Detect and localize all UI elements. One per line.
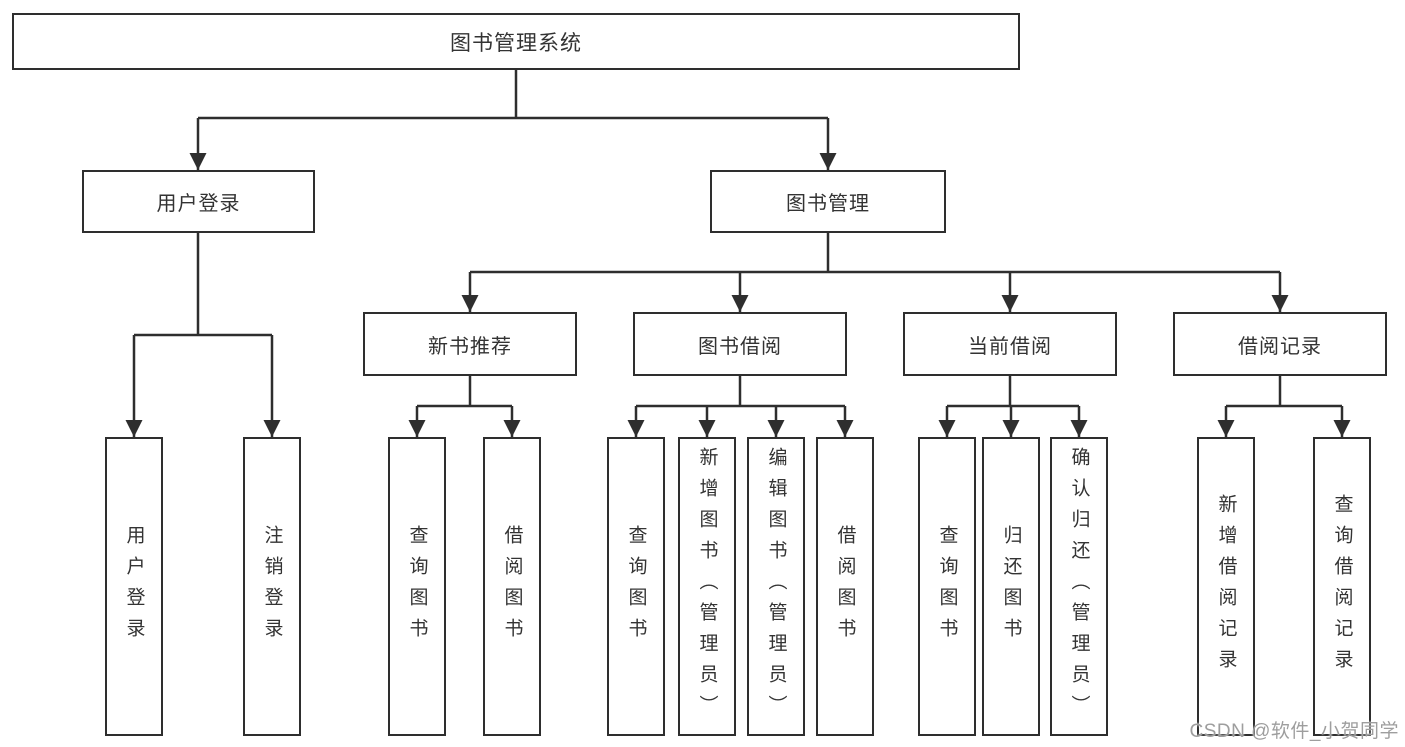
node-leaf-user-login: 用户登录 bbox=[105, 437, 163, 736]
node-leaf-add-borrow-record: 新增借阅记录 bbox=[1197, 437, 1255, 736]
node-leaf-label: 确认归还（管理员） bbox=[1068, 447, 1090, 726]
node-borrowing-records: 借阅记录 bbox=[1173, 312, 1387, 376]
node-leaf-label: 查询图书 bbox=[625, 524, 647, 649]
node-leaf-return-books: 归还图书 bbox=[982, 437, 1040, 736]
node-leaf-query-books-recommend: 查询图书 bbox=[388, 437, 446, 736]
node-new-book-recommendation: 新书推荐 bbox=[363, 312, 577, 376]
node-leaf-label: 新增借阅记录 bbox=[1215, 493, 1237, 680]
node-leaf-add-books-admin: 新增图书（管理员） bbox=[678, 437, 736, 736]
node-leaf-logout: 注销登录 bbox=[243, 437, 301, 736]
node-leaf-query-books-current: 查询图书 bbox=[918, 437, 976, 736]
node-leaf-label: 编辑图书（管理员） bbox=[765, 447, 787, 726]
node-leaf-label: 用户登录 bbox=[123, 524, 145, 649]
node-leaf-label: 注销登录 bbox=[261, 524, 283, 649]
node-book-borrowing: 图书借阅 bbox=[633, 312, 847, 376]
node-leaf-query-books-borrowing: 查询图书 bbox=[607, 437, 665, 736]
node-root: 图书管理系统 bbox=[12, 13, 1020, 70]
node-leaf-borrow-books-recommend: 借阅图书 bbox=[483, 437, 541, 736]
node-user-login: 用户登录 bbox=[82, 170, 315, 233]
node-current-borrowing: 当前借阅 bbox=[903, 312, 1117, 376]
watermark-text: CSDN @软件_小贺同学 bbox=[1189, 721, 1399, 742]
node-leaf-borrow-books: 借阅图书 bbox=[816, 437, 874, 736]
node-leaf-label: 查询借阅记录 bbox=[1331, 493, 1353, 680]
node-leaf-label: 归还图书 bbox=[1000, 524, 1022, 649]
node-leaf-query-borrow-record: 查询借阅记录 bbox=[1313, 437, 1371, 736]
node-leaf-label: 查询图书 bbox=[936, 524, 958, 649]
node-leaf-label: 新增图书（管理员） bbox=[696, 447, 718, 726]
node-book-management: 图书管理 bbox=[710, 170, 946, 233]
node-leaf-label: 借阅图书 bbox=[834, 524, 856, 649]
node-leaf-label: 查询图书 bbox=[406, 524, 428, 649]
node-leaf-confirm-return-admin: 确认归还（管理员） bbox=[1050, 437, 1108, 736]
node-leaf-label: 借阅图书 bbox=[501, 524, 523, 649]
node-leaf-edit-books-admin: 编辑图书（管理员） bbox=[747, 437, 805, 736]
